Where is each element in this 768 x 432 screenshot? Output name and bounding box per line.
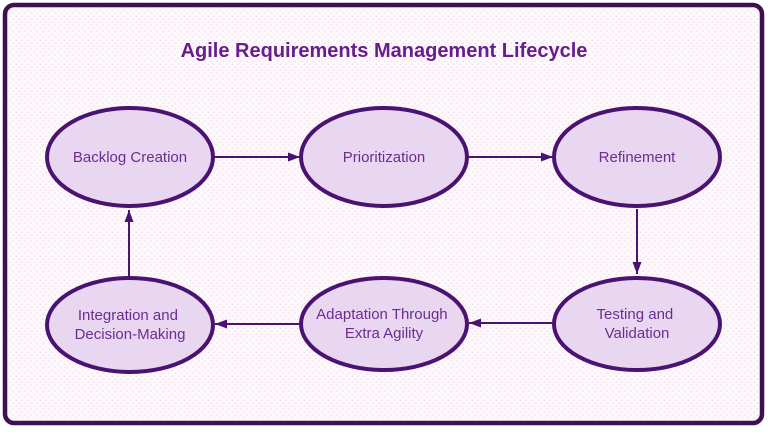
diagram-title: Agile Requirements Management Lifecycle bbox=[181, 40, 588, 62]
node-integration-and-decision-making: Integration and Decision-Making bbox=[45, 276, 215, 374]
node-adaptation-through-extra-agility-label: Adaptation Through Extra Agility bbox=[316, 306, 452, 342]
node-label-line: Adaptation Through bbox=[316, 306, 448, 323]
node-testing-and-validation-shape bbox=[552, 276, 722, 372]
node-label-line: Integration and bbox=[78, 307, 178, 324]
node-integration-and-decision-making-label: Integration and Decision-Making bbox=[75, 307, 186, 343]
node-adaptation-through-extra-agility-shape bbox=[299, 276, 469, 372]
node-integration-and-decision-making-shape bbox=[45, 276, 215, 374]
node-refinement: Refinement bbox=[552, 106, 722, 208]
node-refinement-label: Refinement bbox=[599, 149, 677, 166]
node-label-line: Validation bbox=[605, 325, 670, 342]
node-testing-and-validation-label: Testing and Validation bbox=[597, 306, 678, 342]
node-prioritization: Prioritization bbox=[299, 106, 469, 208]
node-testing-and-validation: Testing and Validation bbox=[552, 276, 722, 372]
node-backlog-creation-shape bbox=[45, 106, 215, 208]
node-label-line: Decision-Making bbox=[75, 326, 186, 343]
node-backlog-creation: Backlog Creation bbox=[45, 106, 215, 208]
node-prioritization-shape bbox=[299, 106, 469, 208]
node-label-line: Extra Agility bbox=[345, 325, 424, 342]
node-prioritization-label: Prioritization bbox=[343, 149, 426, 166]
node-refinement-shape bbox=[552, 106, 722, 208]
edges-group bbox=[124, 152, 642, 329]
node-backlog-creation-label: Backlog Creation bbox=[73, 149, 187, 166]
node-adaptation-through-extra-agility: Adaptation Through Extra Agility bbox=[299, 276, 469, 372]
node-label-line: Testing and bbox=[597, 306, 674, 323]
